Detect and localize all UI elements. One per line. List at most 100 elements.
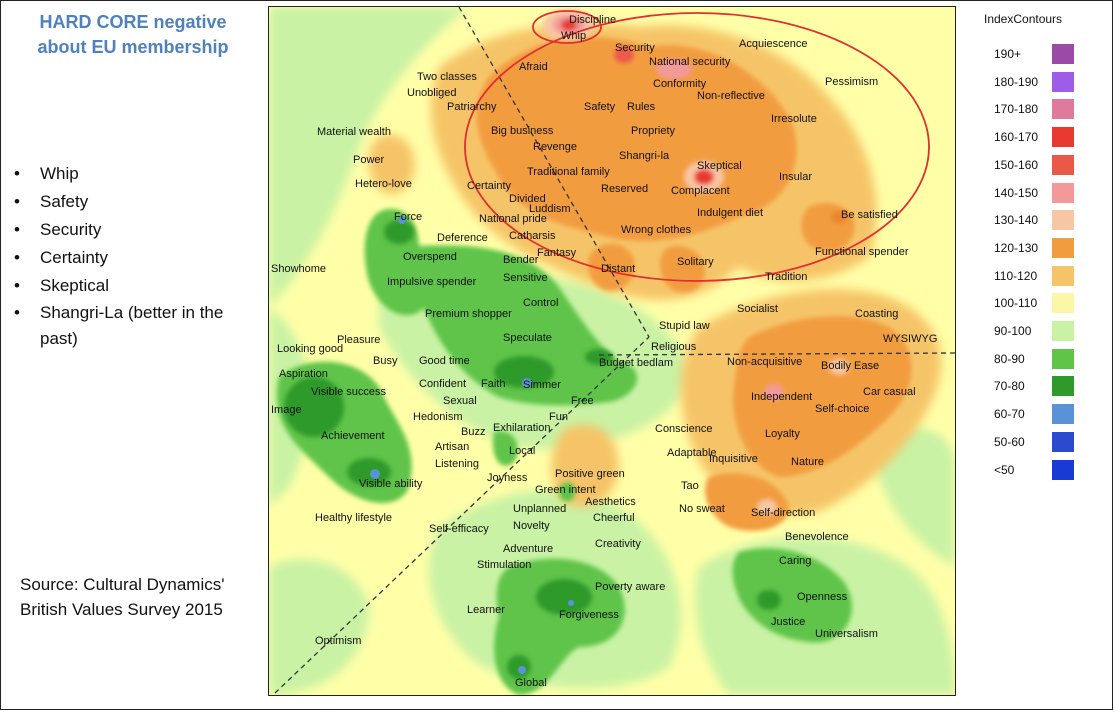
value-label: Overspend <box>403 251 457 263</box>
value-label: Loyalty <box>765 428 800 440</box>
value-label: Positive green <box>555 468 625 480</box>
value-label: Irresolute <box>771 113 817 125</box>
legend-item: 90-100 <box>968 319 1104 345</box>
legend-label: 100-110 <box>994 296 1038 311</box>
value-label: Be satisfied <box>841 209 898 221</box>
value-label: Fun <box>549 411 568 423</box>
value-label: Hetero-love <box>355 178 412 190</box>
value-label: Deference <box>437 232 488 244</box>
legend-item: 140-150 <box>968 181 1104 207</box>
value-label: Tao <box>681 480 699 492</box>
bullet-item: Certainty <box>10 244 260 272</box>
value-label: Pessimism <box>825 76 878 88</box>
value-label: Busy <box>373 355 398 367</box>
legend-item: 130-140 <box>968 208 1104 234</box>
value-label: Speculate <box>503 332 552 344</box>
legend-item: 110-120 <box>968 264 1104 290</box>
value-label: Conscience <box>655 423 712 435</box>
value-label: Car casual <box>863 386 916 398</box>
legend-label: 60-70 <box>994 407 1025 422</box>
value-label: National pride <box>479 213 547 225</box>
legend-label: 170-180 <box>994 102 1039 117</box>
blue-spots <box>370 216 574 674</box>
value-label: Material wealth <box>317 126 391 138</box>
value-label: Listening <box>435 458 479 470</box>
left-panel: HARD CORE negative about EU membership W… <box>0 0 262 710</box>
value-label: Visible success <box>311 386 386 398</box>
legend-label: 110-120 <box>994 268 1038 283</box>
value-label: Tradition <box>765 271 807 283</box>
value-label: Self-efficacy <box>429 523 489 535</box>
value-label: Budget bedlam <box>599 357 673 369</box>
value-label: Power <box>353 154 385 166</box>
value-label: Visible ability <box>359 478 423 490</box>
value-label: Achievement <box>321 430 385 442</box>
legend-swatch <box>1052 71 1074 92</box>
legend-swatch <box>1052 321 1074 341</box>
value-label: Functional spender <box>815 246 909 258</box>
value-label: Skeptical <box>697 160 742 172</box>
value-label: Bender <box>503 254 539 266</box>
value-label: Good time <box>419 355 470 367</box>
value-label: Faith <box>481 378 505 390</box>
value-label: No sweat <box>679 503 725 515</box>
value-label: Benevolence <box>785 531 849 543</box>
value-label: Independent <box>751 391 812 403</box>
legend-label: 70-80 <box>994 379 1025 394</box>
legend-item: 170-180 <box>968 97 1104 123</box>
value-label: Non-reflective <box>697 90 765 102</box>
value-label: Poverty aware <box>595 581 665 593</box>
value-label: Self-direction <box>751 507 815 519</box>
value-label: Forgiveness <box>559 609 619 621</box>
value-label: Green intent <box>535 484 596 496</box>
dark-green-regions <box>284 220 781 679</box>
value-label: Premium shopper <box>425 308 512 320</box>
value-label: Image <box>271 404 302 416</box>
bullet-item: Whip <box>10 160 260 188</box>
legend-item: 50-60 <box>968 430 1104 456</box>
legend-item: 120-130 <box>968 236 1104 262</box>
value-label: Wrong clothes <box>621 224 692 236</box>
value-label: Propriety <box>631 125 676 137</box>
legend-item: 60-70 <box>968 402 1104 428</box>
value-label: Novelty <box>513 520 550 532</box>
dashed-axes <box>274 7 955 694</box>
legend-label: 120-130 <box>994 240 1039 255</box>
value-label: Artisan <box>435 441 469 453</box>
value-label: Looking good <box>277 343 343 355</box>
legend-item: 150-160 <box>968 153 1104 179</box>
legend-swatch <box>1052 154 1074 175</box>
value-label: Buzz <box>461 426 485 438</box>
legend-swatch <box>1052 127 1074 148</box>
value-label: Openness <box>797 591 848 603</box>
value-label: Acquiescence <box>739 38 808 50</box>
bullet-item: Shangri-La (better in the past) <box>10 300 260 352</box>
bullet-item: Safety <box>10 188 260 216</box>
legend-item: <50 <box>968 458 1104 484</box>
value-label: Solitary <box>677 256 714 268</box>
value-label: Nature <box>791 456 824 468</box>
value-label: Coasting <box>855 308 898 320</box>
value-label: Rules <box>627 101 656 113</box>
value-label: Adaptable <box>667 447 717 459</box>
legend-swatch <box>1052 237 1074 258</box>
value-label: Big business <box>491 125 554 137</box>
value-label: Hedonism <box>413 411 463 423</box>
value-label: Caring <box>779 555 811 567</box>
value-label: Divided <box>509 193 546 205</box>
value-label: Showhome <box>271 263 326 275</box>
value-label: Sexual <box>443 395 477 407</box>
value-label: Non-acquisitive <box>727 356 802 368</box>
legend-item: 160-170 <box>968 125 1104 151</box>
value-label: Socialist <box>737 303 778 315</box>
legend-swatch <box>1052 99 1074 120</box>
legend-label: 80-90 <box>994 351 1025 366</box>
value-label: Distant <box>601 263 635 275</box>
value-label: Sensitive <box>503 272 548 284</box>
value-label: Aesthetics <box>585 496 636 508</box>
legend-item: 180-190 <box>968 70 1104 96</box>
value-label: Safety <box>584 101 616 113</box>
